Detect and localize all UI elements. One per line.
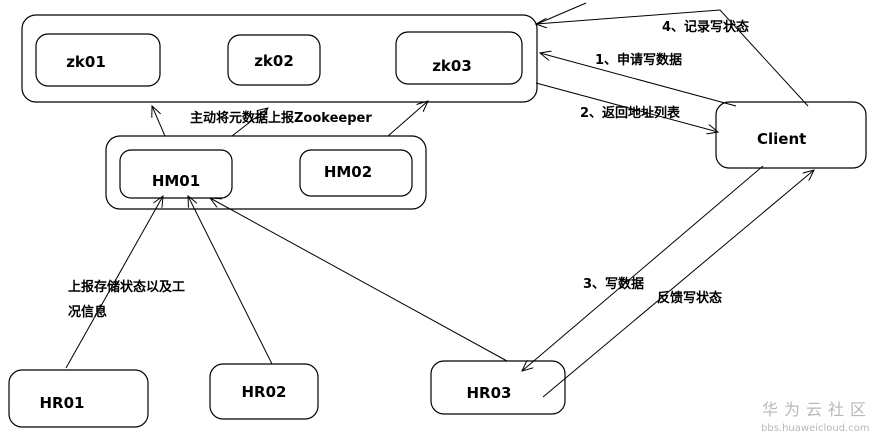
return-address-label: 2、返回地址列表 [580,105,681,121]
hm-to-zk03-arrow [387,101,428,137]
hm-to-zk01-arrow [152,106,166,137]
zk02-label: zk02 [254,52,294,70]
hr02-to-hm01-arrow [188,196,273,365]
record-state-label: 4、记录写状态 [662,19,749,35]
hr03-node: HR03 [430,360,566,415]
hr02-node: HR02 [209,363,319,420]
hmaster-group: HM01 HM02 [105,135,427,210]
zk02-node: zk02 [227,34,321,86]
record-state-tail-line [536,2,587,25]
feedback-arrow [542,170,814,398]
report-storage-label-line1: 上报存储状态以及工 [68,279,185,295]
zk01-label: zk01 [66,53,106,71]
report-storage-label-line2: 况信息 [68,304,107,320]
hm01-label: HM01 [152,172,200,190]
record-state-arrow [536,9,809,107]
apply-write-label: 1、申请写数据 [595,52,682,68]
hr02-label: HR02 [242,383,287,401]
zk01-node: zk01 [35,33,161,87]
hr01-to-hm01-arrow [65,196,163,369]
hr01-label: HR01 [40,394,85,412]
write-data-arrow [522,165,764,371]
hm02-node: HM02 [299,149,413,197]
zk03-node: zk03 [395,31,523,85]
hr03-to-hm01-arrow [210,198,508,362]
return-address-arrow [535,82,718,132]
hm02-label: HM02 [324,163,372,181]
hm01-node: HM01 [119,149,233,199]
zk03-label: zk03 [432,57,472,75]
hr01-node: HR01 [8,369,149,428]
watermark-url: bbs.huaweicloud.com [761,423,870,434]
write-data-label: 3、写数据 [583,276,644,292]
apply-write-arrow [540,53,737,107]
report-zookeeper-label: 主动将元数据上报Zookeeper [190,110,372,126]
zookeeper-cluster: zk01 zk02 zk03 [21,14,538,103]
client-label: Client [757,130,806,148]
feedback-label: 反馈写状态 [657,290,722,306]
watermark-brand: 华为云社区 [762,400,872,419]
hm-to-zk02-arrow [231,108,268,137]
client-node: Client [715,101,867,169]
hr03-label: HR03 [467,384,512,402]
